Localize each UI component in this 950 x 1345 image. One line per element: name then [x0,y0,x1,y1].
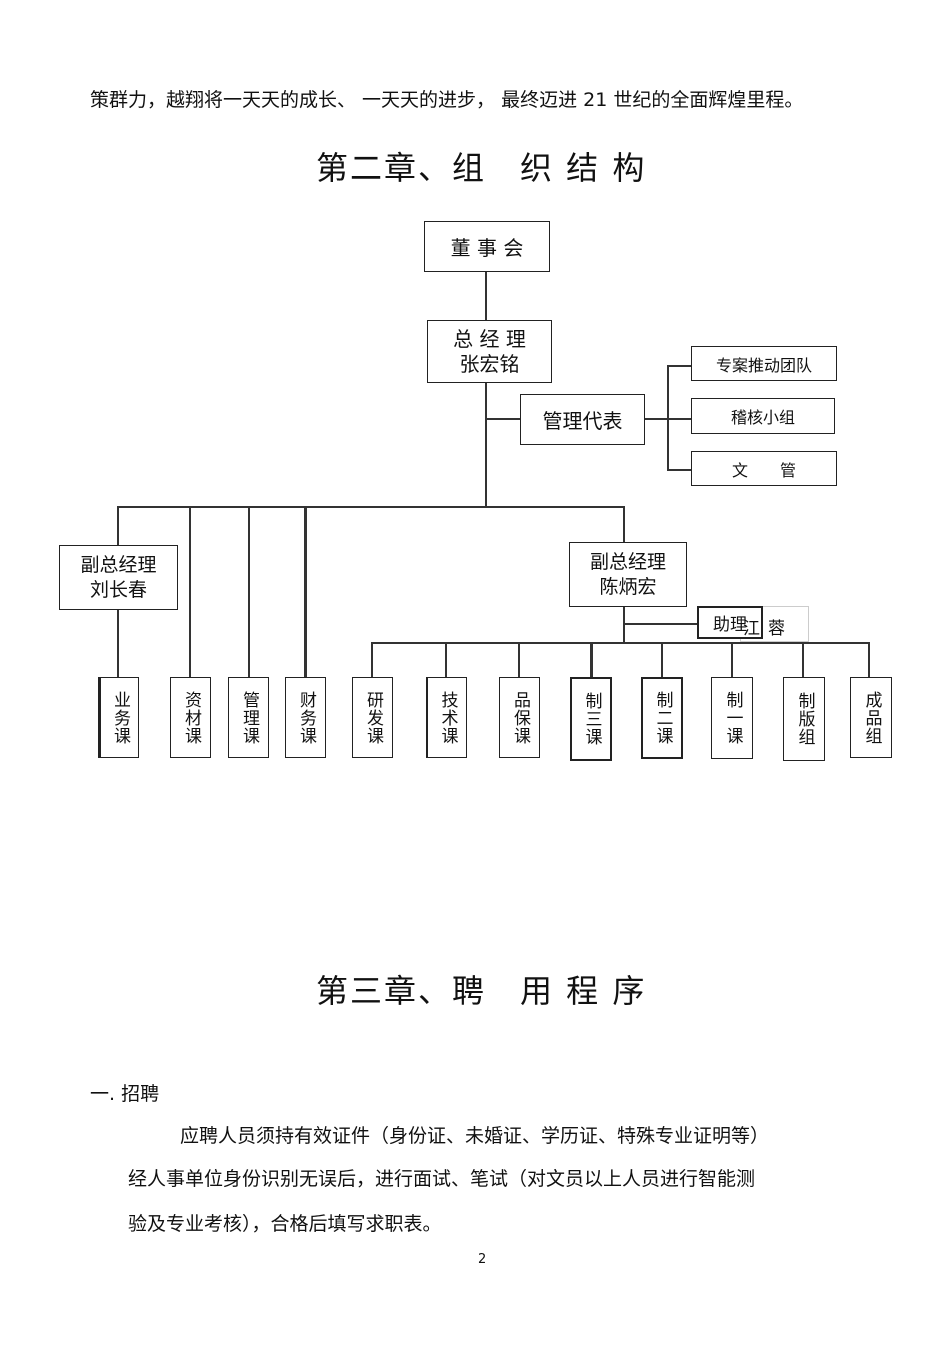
rep-unit-label: 稽核小组 [730,408,795,427]
assistant-label: 助理 [713,615,747,635]
dept-label: 制三课 [581,692,602,746]
assistant-name-suffix: 蓉 [768,619,785,639]
dept-box: 技术课 [426,677,467,758]
dept-label: 制一课 [722,691,743,745]
dept-box: 成品组 [850,677,892,758]
dept-box: 资材课 [170,677,211,758]
deputy-name: 刘长春 [89,578,147,601]
deputy-name: 陈炳宏 [599,575,657,598]
deputy-gm-right-box: 副总经理 陈炳宏 [569,542,687,607]
general-manager-box: 总 经 理 张宏铭 [427,320,552,383]
deputy-gm-left-box: 副总经理 刘长春 [59,545,178,610]
deputy-title: 副总经理 [589,550,666,573]
dept-box: 财务课 [285,677,326,758]
dept-label: 制版组 [794,692,815,746]
dept-label: 制二课 [652,691,673,745]
rep-unit-box: 文 管 [691,451,837,486]
dept-label: 技术课 [437,690,458,745]
gm-title: 总 经 理 [453,326,526,351]
mgmt-rep-label: 管理代表 [542,409,623,433]
dept-label: 成品组 [861,690,882,745]
assistant-box: 助理 [697,606,763,639]
body-line: 应聘人员须持有效证件（身份证、未婚证、学历证、特殊专业证明等） [180,1125,770,1147]
board-label: 董 事 会 [450,236,524,260]
dept-box: 研发课 [352,677,393,758]
dept-label: 资材课 [181,690,201,745]
dept-box: 制二课 [641,677,683,759]
dept-box: 制一课 [711,677,753,759]
gm-name: 张宏铭 [459,351,520,376]
management-rep-box: 管理代表 [520,394,645,445]
page-number: 2 [478,1252,487,1267]
rep-unit-box: 稽核小组 [691,398,835,434]
board-box: 董 事 会 [424,221,550,272]
dept-label: 业务课 [110,690,130,745]
dept-box: 管理课 [228,677,269,758]
dept-box: 制三课 [570,677,612,761]
deputy-title: 副总经理 [80,553,157,576]
intro-line: 策群力，越翔将一天天的成长、 一天天的进步， 最终迈进 21 世纪的全面辉煌里程… [90,89,804,111]
section-heading: 一. 招聘 [90,1083,160,1105]
dept-label: 品保课 [510,690,530,745]
body-line: 验及专业考核），合格后填写求职表。 [128,1213,442,1235]
assistant-name-overlap: 江 [743,619,760,639]
dept-label: 管理课 [239,690,259,745]
rep-unit-box: 专案推动团队 [691,346,837,381]
chapter3-title: 第三章、聘 用 程 序 [316,972,647,1010]
chapter2-title: 第二章、组 织 结 构 [316,149,647,187]
dept-label: 研发课 [363,690,383,745]
rep-unit-label: 专案推动团队 [715,355,812,375]
rep-unit-label: 文 管 [731,460,796,480]
dept-label: 财务课 [296,690,316,745]
dept-box: 制版组 [783,677,825,761]
dept-box: 业务课 [98,677,139,758]
body-line: 经人事单位身份识别无误后，进行面试、笔试（对文员以上人员进行智能测 [128,1168,756,1190]
dept-box: 品保课 [499,677,540,758]
